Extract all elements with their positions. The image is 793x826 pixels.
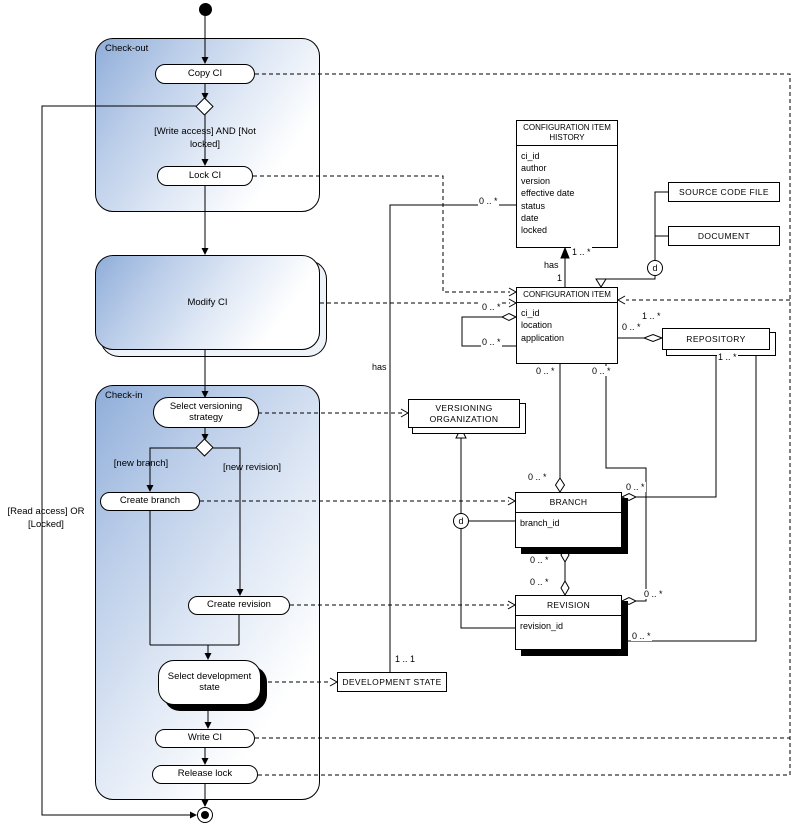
- modify-ci-label: Modify CI: [187, 297, 228, 308]
- action-label: Create branch: [119, 495, 181, 507]
- entity-attribute: ci_id: [521, 151, 540, 161]
- aggregation-diamond-marker: [560, 579, 570, 597]
- action-label: Select versioning strategy: [169, 400, 243, 423]
- action-label: Lock CI: [188, 169, 222, 181]
- action-copy-ci: Copy CI: [155, 64, 255, 84]
- final-node-dot: [201, 811, 209, 819]
- action-create-revision: Create revision: [188, 596, 290, 615]
- entity-configuration-item: CONFIGURATION ITEM ci_id location applic…: [516, 287, 618, 364]
- action-write-ci: Write CI: [155, 729, 255, 748]
- disjoint-constraint-circle: d: [453, 513, 469, 529]
- entity-attribute: ci_id: [521, 308, 540, 318]
- multiplicity-label: 0 .. *: [643, 589, 664, 599]
- entity-attribute: locked: [521, 225, 548, 236]
- action-label: Create revision: [207, 599, 271, 611]
- relationship-name-label: has: [371, 362, 388, 372]
- multiplicity-label: 1 .. 1: [394, 654, 417, 664]
- entity-attribute: status: [521, 200, 546, 211]
- entity-development-state: DEVELOPMENT STATE: [337, 672, 447, 692]
- aggregation-diamond-marker: [620, 596, 638, 606]
- entity-attributes: revision_id: [516, 616, 621, 634]
- multiplicity-label: 0 .. *: [535, 366, 556, 376]
- action-select-versioning-strategy: Select versioning strategy: [153, 397, 259, 428]
- disjoint-constraint-label: d: [458, 516, 464, 526]
- entity-title: DOCUMENT: [697, 230, 751, 241]
- action-label: Copy CI: [187, 67, 223, 79]
- aggregation-diamond-marker: [500, 312, 518, 322]
- group-label-checkin: Check-in: [105, 390, 143, 401]
- relationship-name-label: has: [543, 260, 560, 270]
- multiplicity-label: 0 .. *: [527, 472, 548, 482]
- guard-read-access-locked: [Read access] OR [Locked]: [7, 506, 85, 530]
- entity-attribute: branch_id: [520, 517, 560, 528]
- entity-title: DEVELOPMENT STATE: [342, 676, 442, 687]
- action-release-lock: Release lock: [152, 765, 258, 784]
- entity-title: REVISION: [516, 596, 621, 616]
- action-label: Write CI: [187, 732, 223, 744]
- action-label: Select development state: [167, 670, 252, 693]
- action-create-branch: Create branch: [100, 492, 200, 511]
- multiplicity-label: 1: [556, 273, 564, 283]
- entity-title: SOURCE CODE FILE: [679, 186, 769, 197]
- entity-branch: BRANCH branch_id: [515, 492, 622, 548]
- filled-triangle-marker: [560, 246, 570, 259]
- entity-repository: REPOSITORY: [662, 328, 770, 350]
- multiplicity-label: 1 .. *: [641, 311, 662, 321]
- guard-new-revision: [new revision]: [222, 462, 282, 473]
- entity-attribute: version: [521, 175, 551, 186]
- entity-attribute: location: [521, 320, 553, 331]
- entity-document: DOCUMENT: [668, 226, 780, 246]
- multiplicity-label: 0 .. *: [529, 555, 550, 565]
- entity-title: CONFIGURATION ITEM HISTORY: [517, 121, 617, 146]
- guard-new-branch: [new branch]: [113, 458, 169, 469]
- group-label-checkout: Check-out: [105, 43, 149, 54]
- entity-title: BRANCH: [516, 493, 621, 513]
- final-node: [197, 807, 213, 823]
- entity-versioning-organization: VERSIONING ORGANIZATION: [408, 399, 520, 428]
- entity-attribute: application: [521, 332, 565, 343]
- entity-title: CONFIGURATION ITEM: [517, 288, 617, 303]
- aggregation-diamond-marker: [620, 492, 638, 502]
- entity-source-code-file: SOURCE CODE FILE: [668, 182, 780, 202]
- entity-attribute: effective date: [521, 188, 575, 199]
- entity-attribute: revision_id: [520, 620, 564, 631]
- entity-attributes: branch_id: [516, 513, 621, 531]
- entity-attributes: ci_id location application: [517, 303, 617, 346]
- aggregation-diamond-marker: [642, 333, 664, 343]
- entity-attributes: ci_id author version effective date stat…: [517, 146, 617, 239]
- action-select-development-state: Select development state: [158, 660, 261, 705]
- activity-modify-ci: Modify CI: [95, 255, 320, 350]
- entity-title: REPOSITORY: [686, 333, 746, 344]
- multiplicity-label: 1 .. *: [571, 247, 592, 257]
- disjoint-constraint-label: d: [652, 263, 658, 273]
- multiplicity-label: 0 .. *: [529, 577, 550, 587]
- generalization-triangle-marker: [595, 278, 607, 288]
- disjoint-constraint-circle: d: [647, 260, 663, 276]
- entity-attribute: date: [521, 213, 539, 224]
- generalization-triangle-marker: [455, 426, 467, 439]
- action-label: Release lock: [177, 768, 233, 780]
- initial-node: [199, 3, 212, 16]
- multiplicity-label: 0 .. *: [591, 366, 612, 376]
- multiplicity-label: 0 .. *: [631, 631, 652, 641]
- entity-attribute: author: [521, 163, 547, 174]
- entity-configuration-item-history: CONFIGURATION ITEM HISTORY ci_id author …: [516, 120, 618, 248]
- aggregation-diamond-marker: [560, 546, 570, 564]
- multiplicity-label: 0 .. *: [481, 302, 502, 312]
- multiplicity-label: 1 .. *: [717, 352, 738, 362]
- multiplicity-label: 0 .. *: [481, 337, 502, 347]
- entity-revision: REVISION revision_id: [515, 595, 622, 650]
- multiplicity-label: 0 .. *: [478, 196, 499, 206]
- multiplicity-label: 0 .. *: [625, 482, 646, 492]
- guard-write-access: [Write access] AND [Not locked]: [154, 126, 256, 150]
- multiplicity-label: 0 .. *: [621, 322, 642, 332]
- entity-title: VERSIONING ORGANIZATION: [429, 402, 499, 424]
- action-lock-ci: Lock CI: [157, 166, 253, 186]
- aggregation-diamond-marker: [554, 477, 566, 493]
